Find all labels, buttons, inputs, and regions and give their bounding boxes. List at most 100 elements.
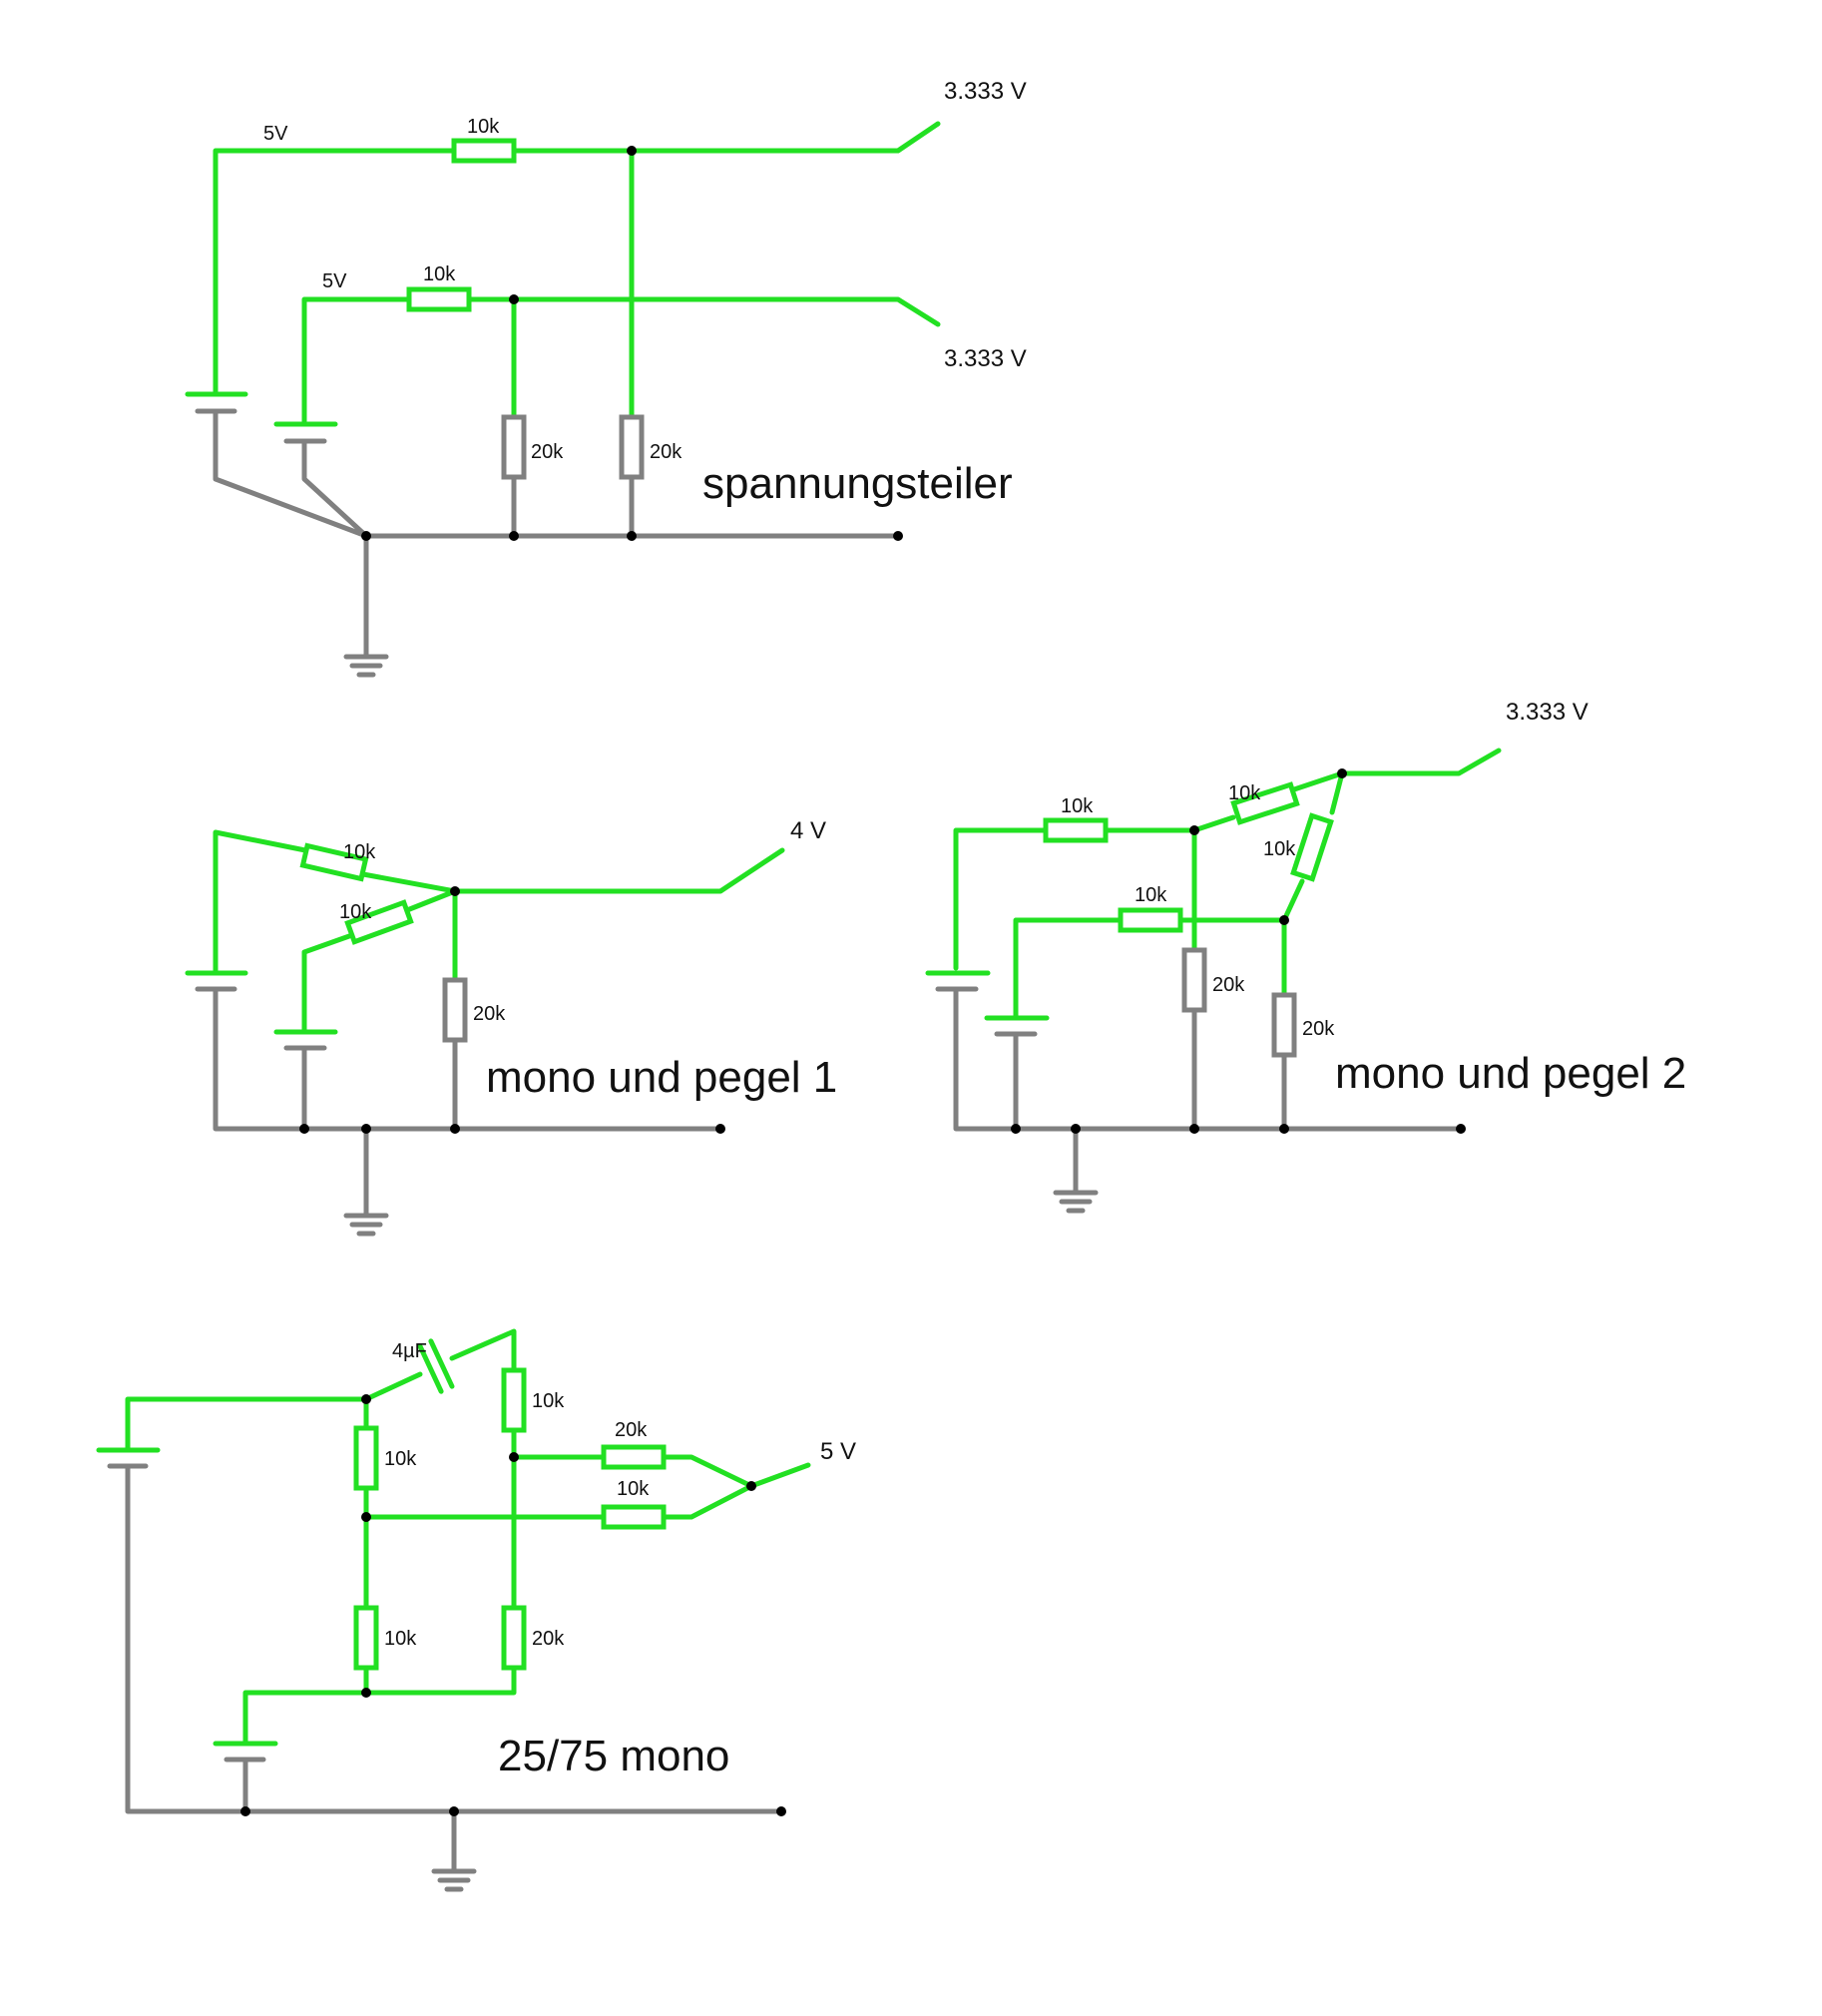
wire	[404, 888, 458, 913]
wire	[1013, 917, 1124, 1020]
circuit-25-75-mono: 4µF 10k 10k 10k 20k 20k 10k 5 V 25/75 mo…	[96, 1328, 856, 1892]
wire	[125, 1463, 784, 1814]
out2-label: 3.333 V	[944, 345, 1027, 372]
node	[509, 294, 519, 304]
node	[627, 146, 637, 156]
node	[1189, 1124, 1199, 1134]
node	[509, 1452, 519, 1462]
wire	[511, 121, 941, 154]
wire	[301, 438, 369, 539]
wire	[466, 296, 941, 327]
resistor-bot1	[501, 414, 527, 480]
wire	[360, 871, 458, 894]
out1-label: 3.333 V	[944, 78, 1027, 105]
node	[361, 1394, 371, 1404]
circuit-title: mono und pegel 1	[486, 1053, 837, 1102]
wire	[661, 1483, 754, 1520]
wire	[953, 827, 1049, 971]
r-mid-bot-label: 20k	[532, 1628, 565, 1650]
resistor-r2	[1230, 781, 1300, 825]
resistor-mid-bot	[501, 1605, 527, 1671]
r4-label: 10k	[1135, 884, 1167, 906]
circuit-title: 25/75 mono	[498, 1732, 729, 1780]
resistor-top2	[406, 286, 472, 312]
ground-symbol	[343, 1213, 389, 1237]
resistor-left-bot	[353, 1605, 379, 1671]
out-label: 3.333 V	[1506, 699, 1589, 726]
circuit-title: spannungsteiler	[702, 459, 1013, 508]
node	[776, 1806, 786, 1816]
r-top1-label: 10k	[467, 116, 500, 138]
r-left-bot-label: 10k	[384, 1628, 417, 1650]
r3-label: 10k	[1263, 838, 1296, 860]
wire	[213, 408, 369, 539]
r-out-bot-label: 10k	[617, 1478, 650, 1500]
wire	[661, 1454, 754, 1489]
r1-label: 10k	[343, 841, 376, 863]
resistor-top1	[451, 138, 517, 164]
resistor-r5	[1181, 947, 1207, 1013]
node	[1011, 1124, 1021, 1134]
wire	[213, 148, 457, 394]
out-label: 5 V	[820, 1438, 856, 1465]
node	[361, 531, 371, 541]
resistor-bot2	[619, 414, 645, 480]
ground-symbol	[431, 1868, 477, 1892]
node	[1189, 825, 1199, 835]
wire	[301, 296, 412, 424]
node	[893, 531, 903, 541]
wire	[1329, 770, 1345, 815]
resistor-r3	[442, 977, 468, 1043]
node	[1279, 1124, 1289, 1134]
r2-label: 10k	[339, 901, 372, 923]
resistor-r1	[1043, 817, 1109, 843]
node	[450, 886, 460, 896]
capacitor	[417, 1338, 455, 1394]
node	[361, 1124, 371, 1134]
node	[361, 1512, 371, 1522]
wire	[1291, 748, 1502, 792]
r3-label: 20k	[473, 1003, 506, 1025]
node	[1456, 1124, 1466, 1134]
source1-label: 5V	[263, 123, 288, 145]
circuit-mono-pegel-1: 10k 10k 20k 4 V mono und pegel 1	[185, 817, 837, 1237]
r2-label: 10k	[1228, 782, 1261, 804]
resistor-left-top	[353, 1425, 379, 1491]
wire	[953, 986, 1464, 1132]
wire	[242, 1665, 517, 1745]
r-left-top-label: 10k	[384, 1448, 417, 1470]
wire	[301, 933, 352, 1034]
node	[240, 1806, 250, 1816]
r6-label: 20k	[1302, 1018, 1335, 1040]
circuit-mono-pegel-2: 10k 10k 10k 10k 20k 20k 3.333 V mono und…	[925, 699, 1686, 1214]
node	[627, 531, 637, 541]
source2-label: 5V	[322, 270, 347, 292]
r-mid-top-label: 10k	[532, 1390, 565, 1412]
wire	[449, 1328, 517, 1373]
node	[746, 1481, 756, 1491]
wire	[125, 1371, 423, 1453]
wire	[452, 847, 785, 894]
out-label: 4 V	[790, 817, 826, 844]
resistor-out-bot	[601, 1504, 667, 1530]
r-out-top-label: 20k	[615, 1419, 648, 1441]
ground-symbol	[343, 654, 389, 678]
r-bot2-label: 20k	[650, 441, 683, 463]
node	[299, 1124, 309, 1134]
r-bot1-label: 20k	[531, 441, 564, 463]
node	[361, 1688, 371, 1698]
r-top2-label: 10k	[423, 263, 456, 285]
resistor-out-top	[601, 1444, 667, 1470]
resistor-r6	[1271, 992, 1297, 1058]
node	[449, 1806, 459, 1816]
wire	[213, 986, 723, 1132]
resistor-r3	[1290, 812, 1334, 882]
r1-label: 10k	[1061, 795, 1094, 817]
wire	[1103, 814, 1236, 833]
node	[1337, 768, 1347, 778]
resistor-r4	[1118, 907, 1183, 933]
resistor-r1	[299, 842, 369, 882]
node	[450, 1124, 460, 1134]
circuit-title: mono und pegel 2	[1335, 1049, 1686, 1098]
